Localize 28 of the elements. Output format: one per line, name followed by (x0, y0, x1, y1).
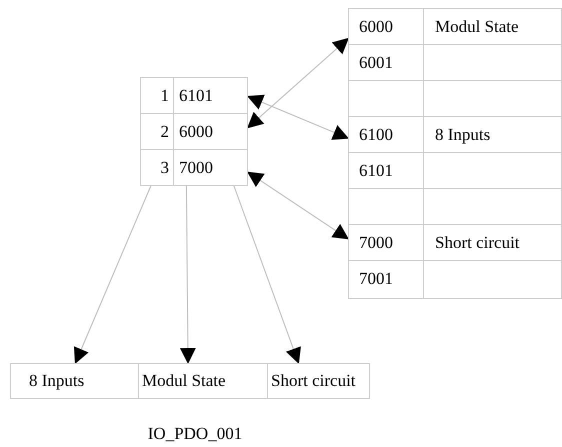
arrow (180, 186, 196, 364)
cell-text: 7000 (359, 233, 393, 253)
cell-text: 6100 (359, 125, 393, 145)
arrow (233, 186, 301, 364)
cell-text: 8 Inputs (29, 371, 84, 391)
arrow (74, 186, 152, 364)
cell-text: 8 Inputs (435, 125, 490, 145)
arrow (246, 171, 350, 240)
cell-text: 7000 (179, 158, 213, 178)
caption: IO_PDO_001 (146, 424, 244, 444)
table (348, 8, 562, 299)
table (10, 363, 370, 399)
cell-text: 2 (160, 122, 169, 142)
cell-text: 6000 (179, 122, 213, 142)
cell-text: 1 (160, 86, 169, 106)
cell-text: 7001 (359, 269, 393, 289)
cell-text: Modul State (142, 371, 226, 391)
cell-text: 6001 (359, 53, 393, 73)
cell-text: 6000 (359, 17, 393, 37)
cell-text: Modul State (435, 17, 519, 37)
cell-text: 6101 (359, 161, 393, 181)
cell-text: 3 (160, 158, 169, 178)
cell-text: Short circuit (435, 233, 520, 253)
cell-text: Short circuit (271, 371, 356, 391)
arrow (246, 37, 350, 129)
cell-text: 6101 (179, 86, 213, 106)
table (140, 77, 248, 186)
arrow (246, 94, 350, 140)
